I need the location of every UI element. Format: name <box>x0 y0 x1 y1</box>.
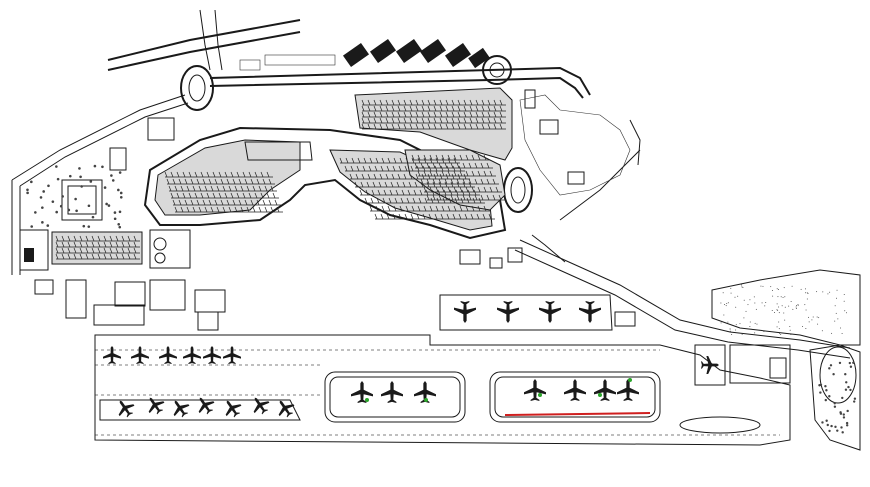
aircraft-icon <box>223 346 241 364</box>
aircraft-icon <box>700 355 720 375</box>
aircraft-icon <box>131 346 149 364</box>
aircraft-icon <box>253 397 270 415</box>
aircraft-icon <box>497 301 519 323</box>
aircraft-icon <box>617 379 639 401</box>
west-landside <box>19 117 226 331</box>
aircraft-icon <box>198 397 215 415</box>
aircraft-stands <box>103 301 720 418</box>
aircraft-icon <box>278 400 295 418</box>
aircraft-icon <box>594 379 616 401</box>
aircraft-icon <box>351 381 373 403</box>
aircraft-icon <box>159 346 177 364</box>
aircraft-icon <box>103 346 121 364</box>
stand-markers <box>365 378 632 402</box>
aircraft-icon <box>414 381 436 403</box>
aircraft-icon <box>173 400 190 418</box>
east-buildings <box>459 89 631 269</box>
aircraft-icon <box>118 400 135 418</box>
aircraft-icon <box>564 379 586 401</box>
aircraft-icon <box>539 301 561 323</box>
aircraft-icon <box>203 346 221 364</box>
aircraft-icon <box>579 301 601 323</box>
roundabouts <box>180 55 857 404</box>
highway-network <box>11 9 851 359</box>
roof-panels <box>239 38 490 71</box>
parking-complex <box>143 87 513 240</box>
east-landside <box>711 269 861 451</box>
aircraft-icon <box>381 381 403 403</box>
aircraft-icon <box>454 301 476 323</box>
airside-apron <box>94 294 791 446</box>
aircraft-icon <box>225 400 242 418</box>
aircraft-icon <box>148 397 165 415</box>
aircraft-icon <box>524 379 546 401</box>
aircraft-icon <box>183 346 201 364</box>
